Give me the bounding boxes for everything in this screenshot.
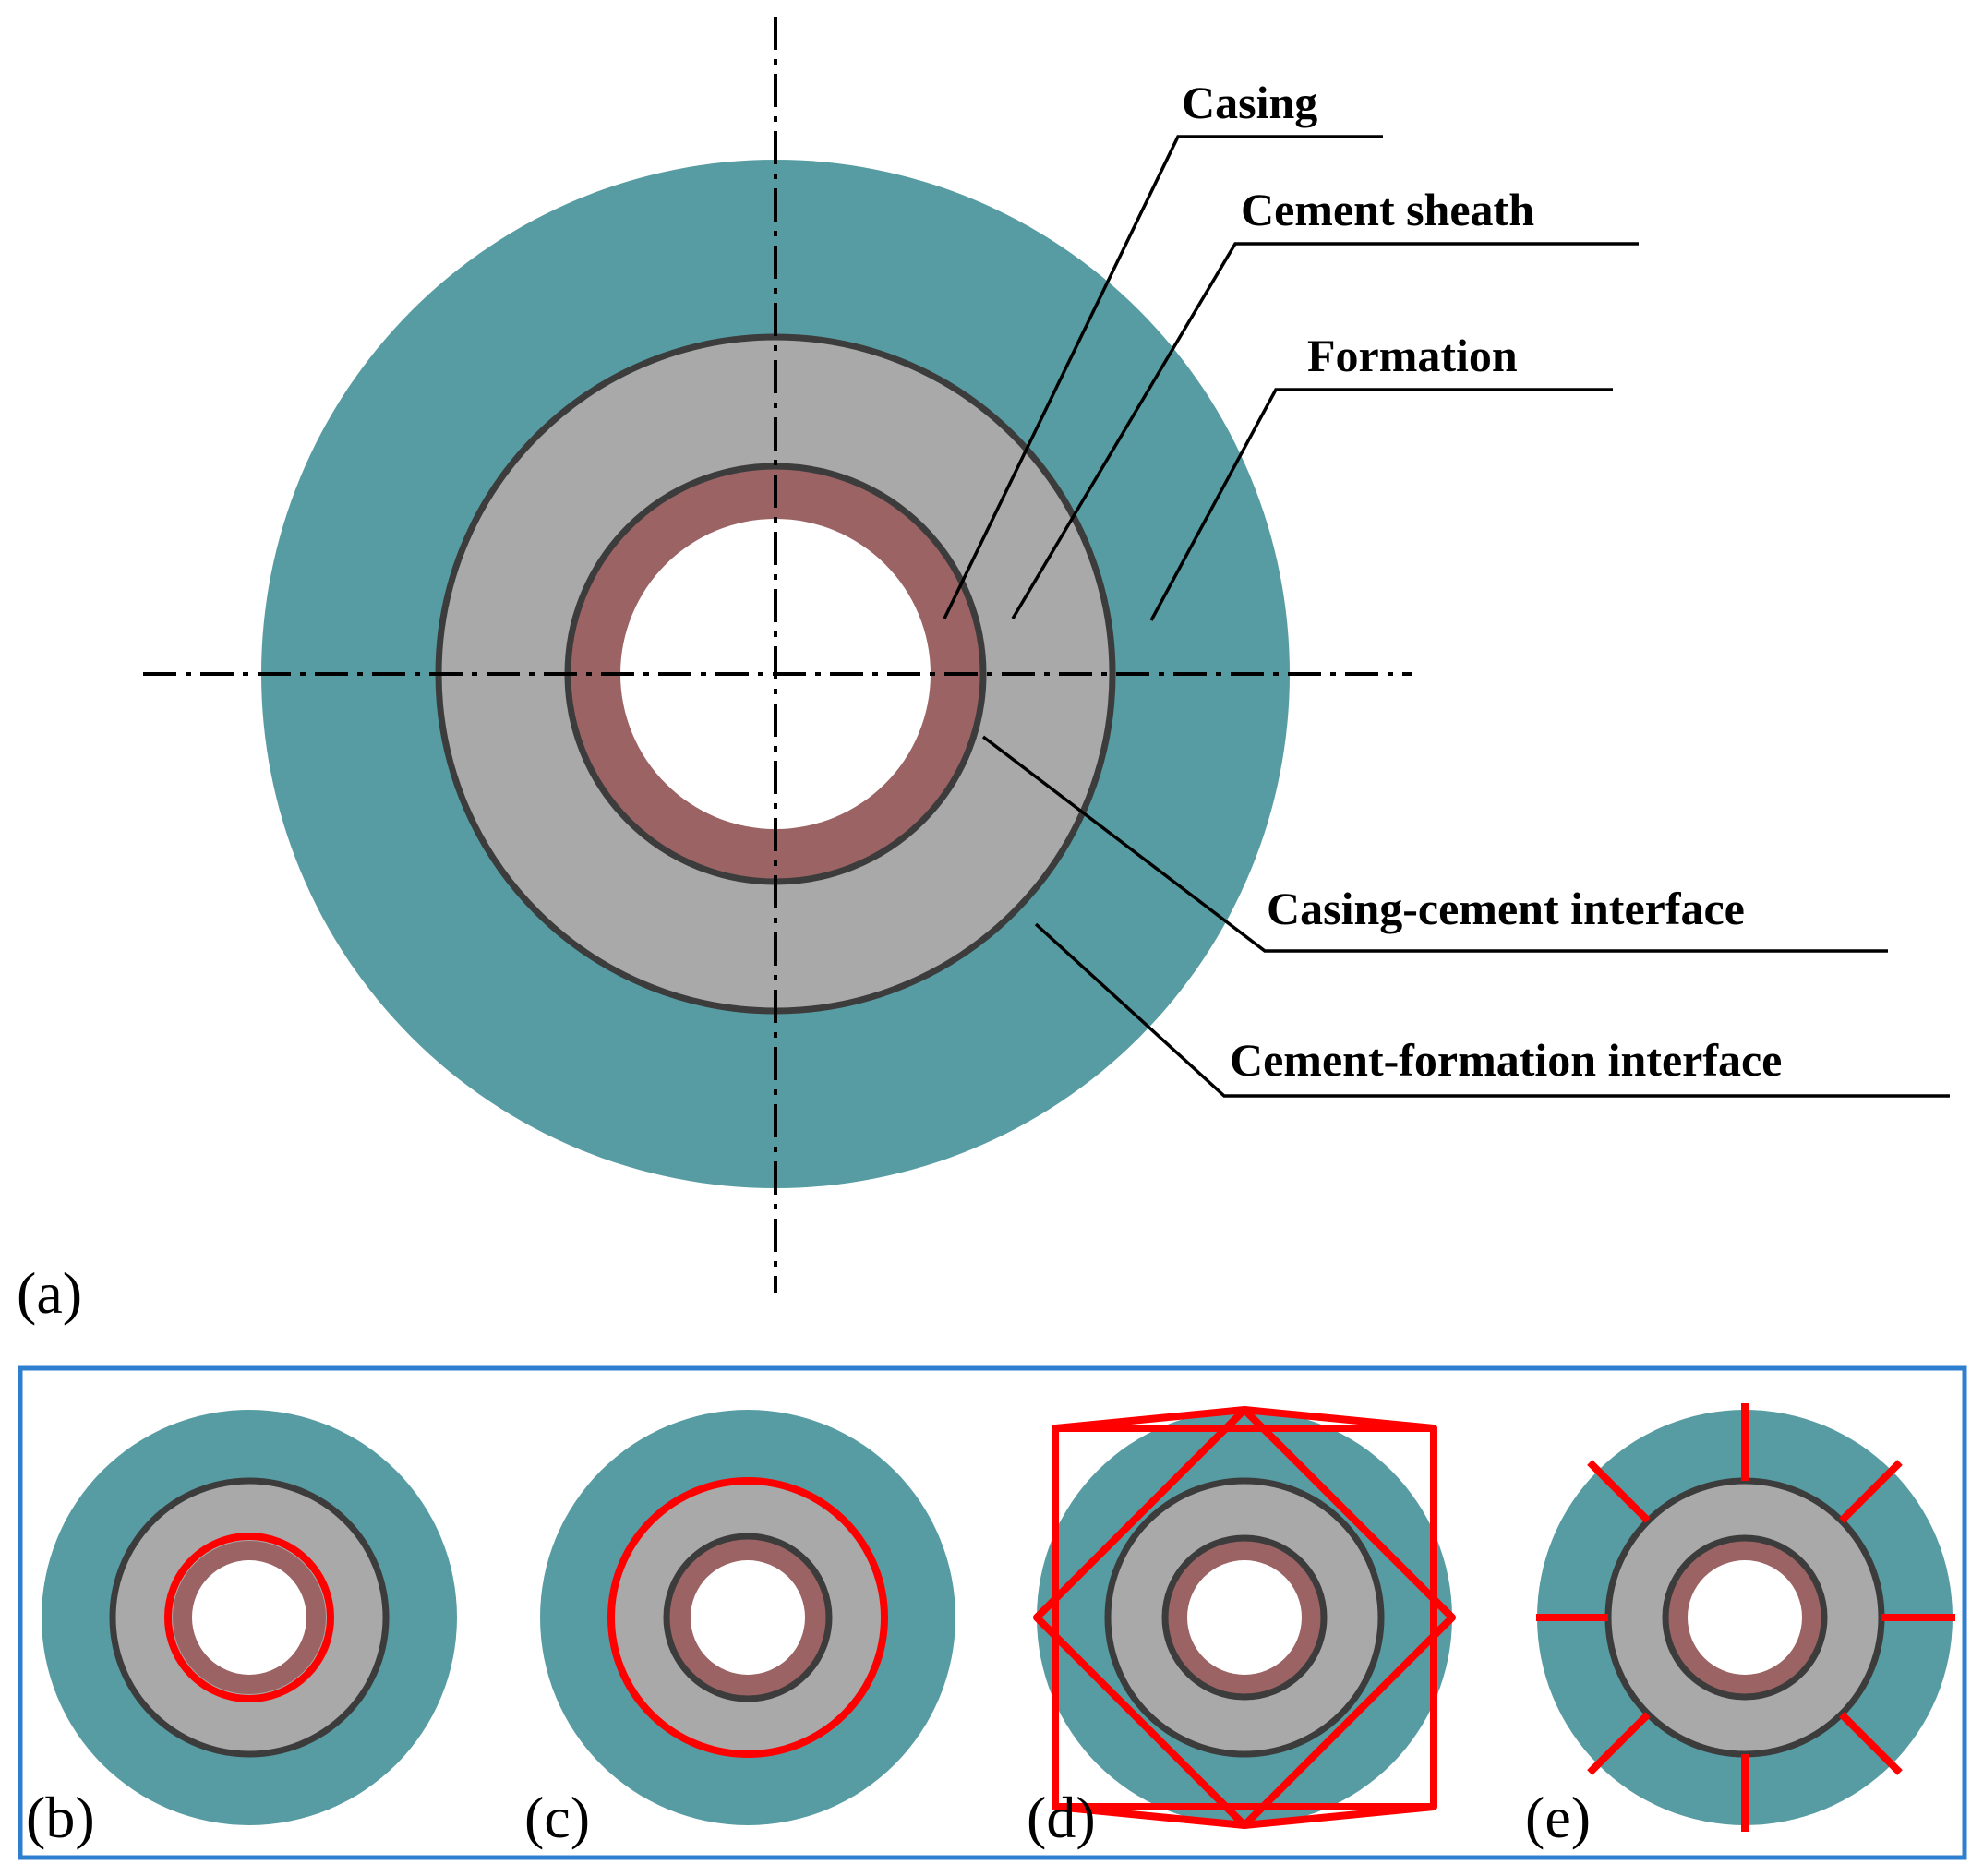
panel-label-c: (c) [524,1785,590,1850]
shear-crack-segment [1054,1803,1245,1829]
formation-leader [1149,388,1613,621]
failure-modes-frame [18,1365,1967,1860]
cement-formation-interface-label: Cement-formation interface [1230,1034,1782,1086]
shear-crack-segment [1244,1803,1435,1829]
casing-cement-interface-label: Casing-cement interface [1267,883,1745,934]
shear-crack-segment [1244,1406,1435,1432]
cement-formation-interface-leader [1034,922,1950,1098]
shear-crack-square [1052,1425,1437,1810]
leader-lines [943,135,1950,1098]
failure-mode-c: (c) [524,1410,955,1850]
debonding-crack-c [607,1477,888,1758]
failure-mode-d: (d) [1027,1406,1456,1850]
casing-cement-interface-leader [981,735,1888,953]
cement-sheath-leader [1011,242,1639,619]
hole-b [192,1560,306,1675]
panel-label-e: (e) [1525,1785,1591,1850]
panel-label-d: (d) [1027,1785,1096,1850]
main-cross-section [143,17,1412,1293]
hole-d [1187,1560,1302,1675]
radial-crack [1587,1460,1651,1523]
debonding-crack-b [164,1533,334,1702]
hole-e [1688,1560,1802,1675]
radial-crack [1587,1712,1651,1775]
failure-mode-e: (e) [1525,1403,1955,1850]
radial-crack [1839,1460,1903,1523]
hole-c [691,1560,805,1675]
panel-label-a: (a) [17,1260,82,1326]
shear-crack-segment [1054,1406,1245,1432]
cement-sheath-label: Cement sheath [1241,184,1534,235]
casing-leader [943,135,1383,619]
radial-cracks-e [1536,1403,1955,1832]
panel-label-b: (b) [26,1785,95,1850]
shear-crack-network-d [1033,1406,1456,1829]
failure-mode-b: (b) [26,1410,457,1850]
casing-label: Casing [1182,77,1317,128]
radial-crack [1839,1712,1903,1775]
formation-label: Formation [1307,330,1518,381]
